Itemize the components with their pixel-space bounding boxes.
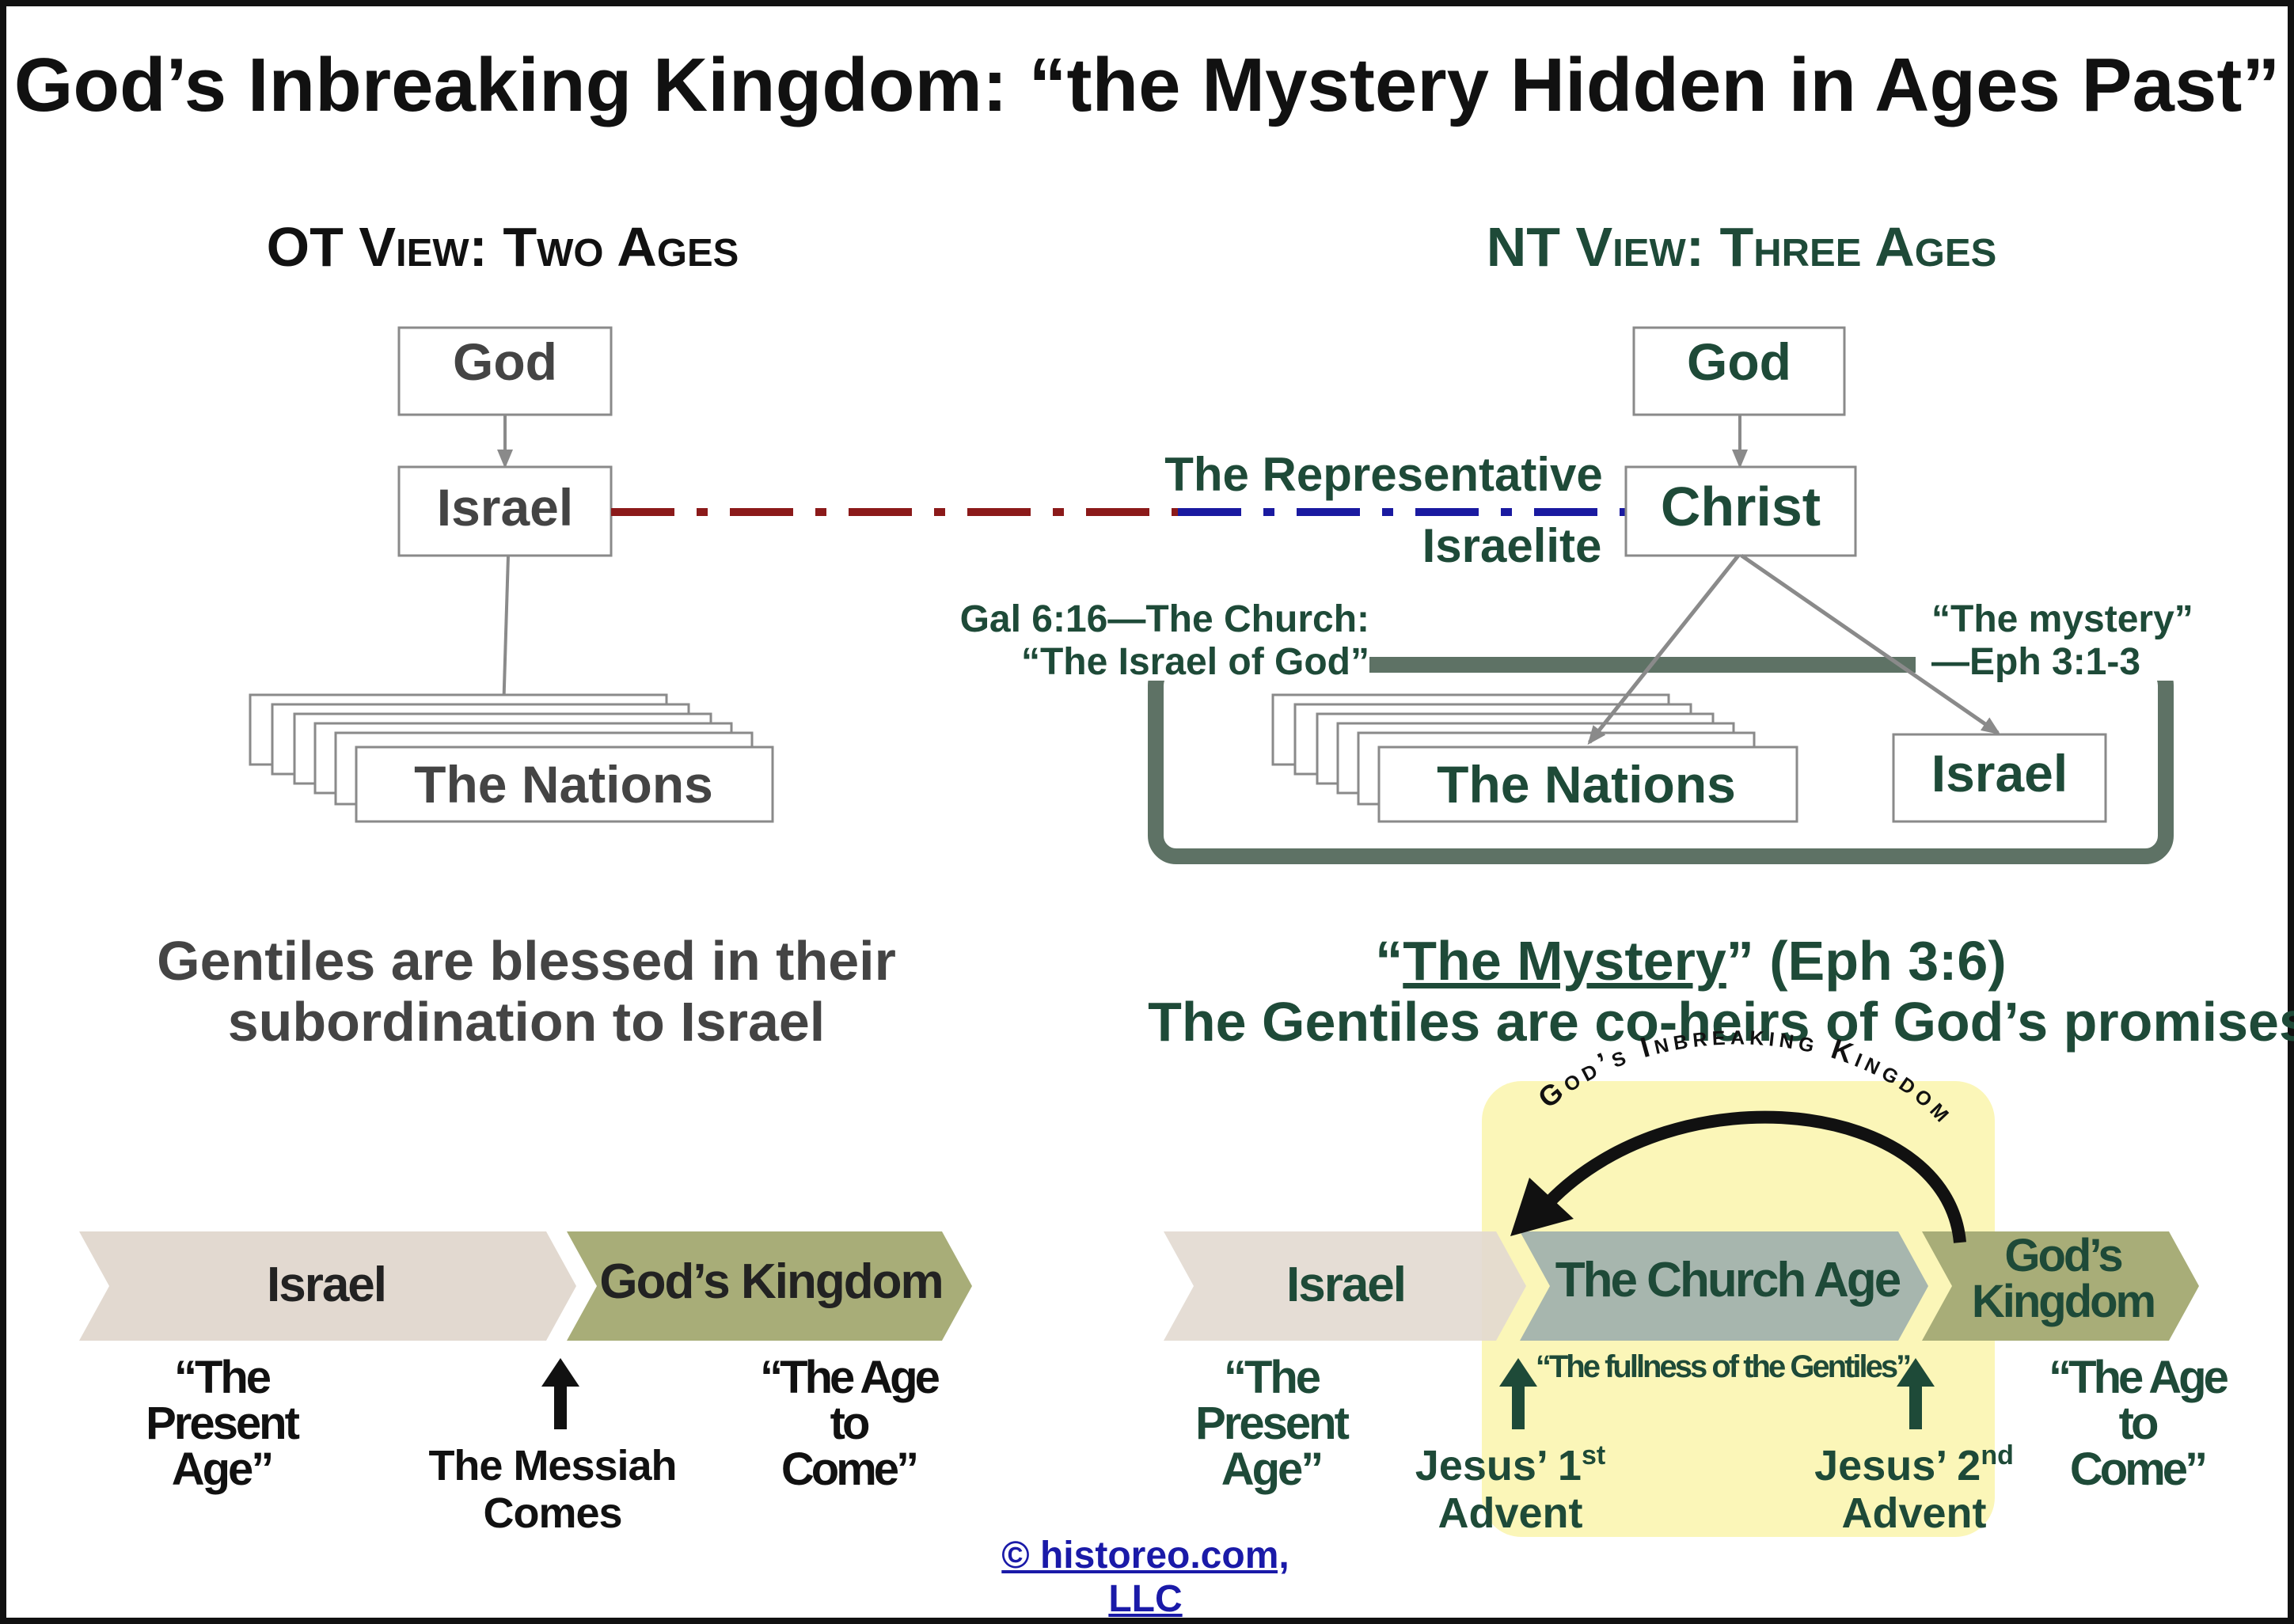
representative-label-line1: The Representative: [1164, 448, 1603, 501]
nt-age-to-come-line3: Come”: [2070, 1444, 2205, 1495]
nt-god-label: God: [1687, 332, 1791, 391]
ot-nations-stack: [249, 693, 774, 823]
ot-timeline-israel-segment: [79, 1231, 576, 1341]
second-advent-line1: Jesus’ 2nd: [1814, 1440, 2014, 1489]
ot-timeline-kingdom-segment: [567, 1231, 972, 1341]
messiah-label-line2: Comes: [483, 1489, 621, 1537]
nt-present-age-line2: Present: [1195, 1398, 1349, 1449]
ot-age-to-come-line2: to: [830, 1398, 869, 1449]
ot-present-age-line1: “The: [174, 1352, 271, 1403]
ot-present-age-line3: Age”: [172, 1444, 272, 1495]
nt-nations-label: The Nations: [1437, 755, 1736, 814]
nt-nations-stack: [1271, 693, 1798, 823]
church-note-line1: Gal 6:16—The Church:: [960, 598, 1369, 640]
nt-age-to-come-line1: “The Age: [2049, 1352, 2228, 1403]
nt-age-to-come-line2: to: [2119, 1398, 2158, 1449]
mystery-term: The Mystery: [1403, 930, 1726, 992]
ot-israel-to-nations-arrow: [496, 555, 512, 715]
christ-to-israel-arrow: [1740, 553, 2001, 735]
first-advent-line1: Jesus’ 1st: [1415, 1440, 1605, 1489]
representative-label-line2: Israelite: [1422, 519, 1602, 572]
christ-to-nations-arrow: [1587, 554, 1740, 746]
mystery-note-line2: —Eph 3:1-3: [1931, 641, 2140, 683]
ot-timeline-kingdom-label: God’s Kingdom: [599, 1254, 942, 1309]
mystery-note-line1: “The mystery”: [1931, 598, 2193, 640]
inbreaking-curved-arrow: [1544, 1110, 1966, 1243]
nt-caption-line1: “The Mystery” (Eph 3:6): [1375, 930, 2006, 992]
nt-israel-box: [1892, 733, 2107, 823]
mystery-note-mask: [1916, 601, 2224, 681]
messiah-label-line1: The Messiah: [428, 1442, 676, 1489]
ot-timeline-israel-label: Israel: [267, 1258, 385, 1312]
second-advent-up-arrow: [1897, 1358, 1935, 1429]
nt-present-age-line3: Age”: [1221, 1444, 1322, 1495]
church-age-label: The Church Age: [1555, 1253, 1901, 1307]
second-advent-line2: Advent: [1841, 1489, 1986, 1537]
church-note-line2: “The Israel of God”: [1021, 641, 1369, 683]
ot-age-to-come-line3: Come”: [781, 1444, 916, 1495]
ot-god-label: God: [453, 332, 557, 391]
nt-kingdom-label-line1: God’s: [2004, 1230, 2121, 1281]
nt-god-box: [1632, 326, 1846, 416]
messiah-up-arrow: [541, 1358, 579, 1429]
church-age-segment: [1520, 1231, 1928, 1341]
ot-age-to-come-line1: “The Age: [760, 1352, 939, 1403]
nt-israel-label: Israel: [1931, 744, 2068, 803]
church-note-mask: [950, 601, 1369, 681]
nt-timeline-kingdom-segment: [1922, 1231, 2199, 1341]
first-advent-line2: Advent: [1438, 1489, 1582, 1537]
ot-nations-label: The Nations: [414, 755, 713, 814]
nt-christ-box: [1624, 465, 1857, 557]
ot-view-heading: OT View: Two Ages: [267, 216, 739, 278]
nt-timeline-israel-segment: [1164, 1231, 1526, 1341]
ot-caption-line2: subordination to Israel: [228, 991, 826, 1053]
nt-view-heading: NT View: Three Ages: [1487, 216, 1997, 278]
church-frame: [1148, 657, 2174, 864]
ot-caption-line1: Gentiles are blessed in their: [157, 930, 896, 992]
page-title: God’s Inbreaking Kingdom: “the Mystery H…: [14, 43, 2281, 127]
nt-caption-line2: The Gentiles are co-heirs of God’s promi…: [1148, 991, 2294, 1053]
nt-christ-label: Christ: [1661, 476, 1821, 537]
nt-present-age-line1: “The: [1224, 1352, 1320, 1403]
fullness-label: “The fullness of the Gentiles”: [1536, 1349, 1910, 1384]
ot-present-age-line2: Present: [146, 1398, 299, 1449]
copyright-link[interactable]: © historeo.com, LLC: [1001, 1535, 1289, 1620]
nt-kingdom-label-line2: Kingdom: [1972, 1276, 2154, 1327]
inbreaking-arrowhead: [1510, 1178, 1574, 1236]
first-advent-up-arrow: [1499, 1358, 1537, 1429]
nt-timeline-israel-label: Israel: [1286, 1258, 1405, 1312]
ot-israel-label: Israel: [437, 478, 573, 537]
